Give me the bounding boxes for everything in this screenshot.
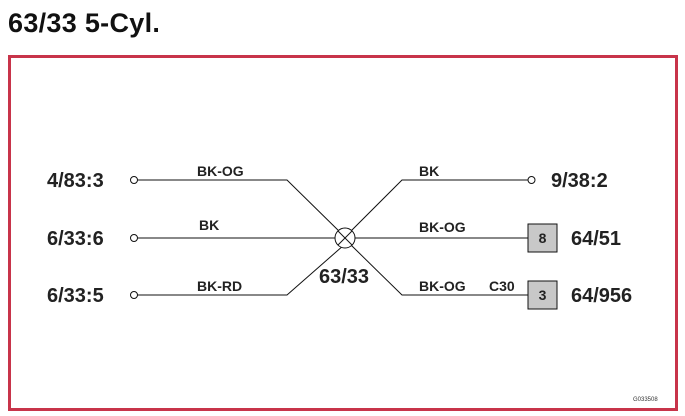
terminal-open-circle-icon: [527, 176, 536, 184]
diagram-frame: 4/83:3 BK-OG 6/33:6 BK 6/33:5 BK-RD BK 9…: [8, 55, 678, 411]
wire-line: [137, 244, 345, 296]
left-wire-1: 4/83:3 BK-OG: [47, 163, 345, 237]
terminal-label: 6/33:5: [47, 285, 104, 307]
left-wire-2: 6/33:6 BK: [47, 217, 335, 250]
left-wire-3: 6/33:5 BK-RD: [47, 244, 345, 307]
splice-label: 63/33: [319, 266, 369, 288]
wiring-diagram: 4/83:3 BK-OG 6/33:6 BK 6/33:5 BK-RD BK 9…: [47, 163, 658, 403]
connector-code-label: C30: [489, 278, 515, 294]
wire-line: [137, 179, 345, 237]
terminal-label: 4/83:3: [47, 170, 104, 192]
terminal-label: 64/51: [571, 228, 621, 250]
connector-pin-box: [527, 280, 558, 310]
figure-code: G033508: [633, 397, 658, 403]
connector-pin-box: [527, 223, 558, 253]
wire-color-label: BK-OG: [419, 278, 466, 294]
terminal-label: 9/38:2: [551, 170, 608, 192]
right-wire-1: BK 9/38:2: [350, 163, 608, 232]
wire-line: [350, 244, 528, 296]
terminal-open-circle-icon: [130, 291, 138, 299]
terminal-open-circle-icon: [130, 176, 138, 184]
connector-pin-number: 3: [539, 287, 547, 303]
wire-color-label: BK-OG: [197, 163, 244, 179]
terminal-label: 6/33:6: [47, 228, 104, 250]
wire-color-label: BK: [199, 217, 219, 233]
wire-color-label: BK-RD: [197, 278, 242, 294]
right-wire-3: 3 BK-OG C30 64/956: [350, 244, 632, 310]
right-wire-2: 8 BK-OG 64/51: [355, 219, 621, 253]
terminal-label: 64/956: [571, 285, 632, 307]
connector-pin-number: 8: [539, 230, 547, 246]
splice-point: 63/33: [319, 227, 369, 288]
terminal-open-circle-icon: [130, 234, 138, 242]
page-title: 63/33 5-Cyl.: [8, 8, 161, 38]
wire-color-label: BK: [419, 163, 439, 179]
wire-line: [350, 179, 528, 232]
wire-color-label: BK-OG: [419, 219, 466, 235]
